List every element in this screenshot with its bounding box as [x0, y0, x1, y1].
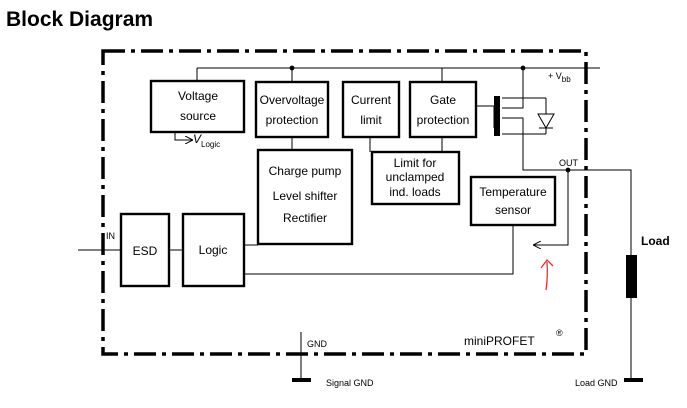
vlogic-label: VLogic [193, 132, 220, 149]
current-limit-line2: limit [360, 113, 382, 127]
voltage-source-line2: source [180, 109, 216, 123]
current-limit-block [341, 80, 401, 139]
wiring [78, 67, 632, 380]
voltage-source-block [149, 79, 246, 134]
vbb-pin-label: + Vbb [548, 71, 571, 84]
overvoltage-block [254, 80, 330, 139]
load-label: Load [641, 234, 670, 248]
esd-label: ESD [133, 244, 158, 258]
gate-protection-line2: protection [417, 113, 470, 127]
signal-gnd-symbol [292, 378, 311, 382]
temperature-sensor-block [469, 175, 557, 227]
limit-unclamped-line2: unclamped [386, 170, 445, 184]
temperature-line2: sensor [495, 203, 531, 217]
limit-unclamped-line1: Limit for [394, 156, 437, 170]
current-limit-line1: Current [351, 93, 392, 107]
load-gnd-label: Load GND [575, 378, 618, 388]
in-pin-label: IN [106, 231, 115, 241]
charge-pump-line2: Level shifter [273, 189, 338, 203]
red-arrow-annotation [540, 259, 554, 291]
charge-pump-line3: Rectifier [283, 211, 327, 225]
load-gnd-symbol [624, 378, 643, 382]
overvoltage-line2: protection [266, 113, 319, 127]
load-resistor [626, 255, 637, 298]
charge-pump-line1: Charge pump [269, 164, 342, 178]
junctions [289, 65, 571, 173]
temperature-line1: Temperature [479, 185, 547, 199]
gate-protection-block [408, 80, 478, 139]
esd-block [119, 212, 171, 288]
voltage-source-line1: Voltage [178, 89, 218, 103]
out-pin-label: OUT [559, 158, 579, 168]
signal-gnd-label: Signal GND [326, 378, 374, 388]
overvoltage-line1: Overvoltage [260, 93, 325, 107]
charge-pump-block [256, 148, 354, 246]
brand-label: miniPROFET [464, 334, 535, 348]
logic-label: Logic [199, 243, 228, 257]
registered-mark: ® [556, 328, 563, 338]
gate-protection-line1: Gate [430, 93, 456, 107]
page-title: Block Diagram [6, 8, 154, 31]
limit-unclamped-line3: ind. loads [389, 185, 440, 199]
gnd-pin-label: GND [307, 339, 328, 349]
limit-unclamped-block [370, 150, 461, 206]
chip-boundary [101, 49, 588, 356]
mosfet-symbol [494, 96, 500, 136]
logic-block [181, 212, 246, 288]
